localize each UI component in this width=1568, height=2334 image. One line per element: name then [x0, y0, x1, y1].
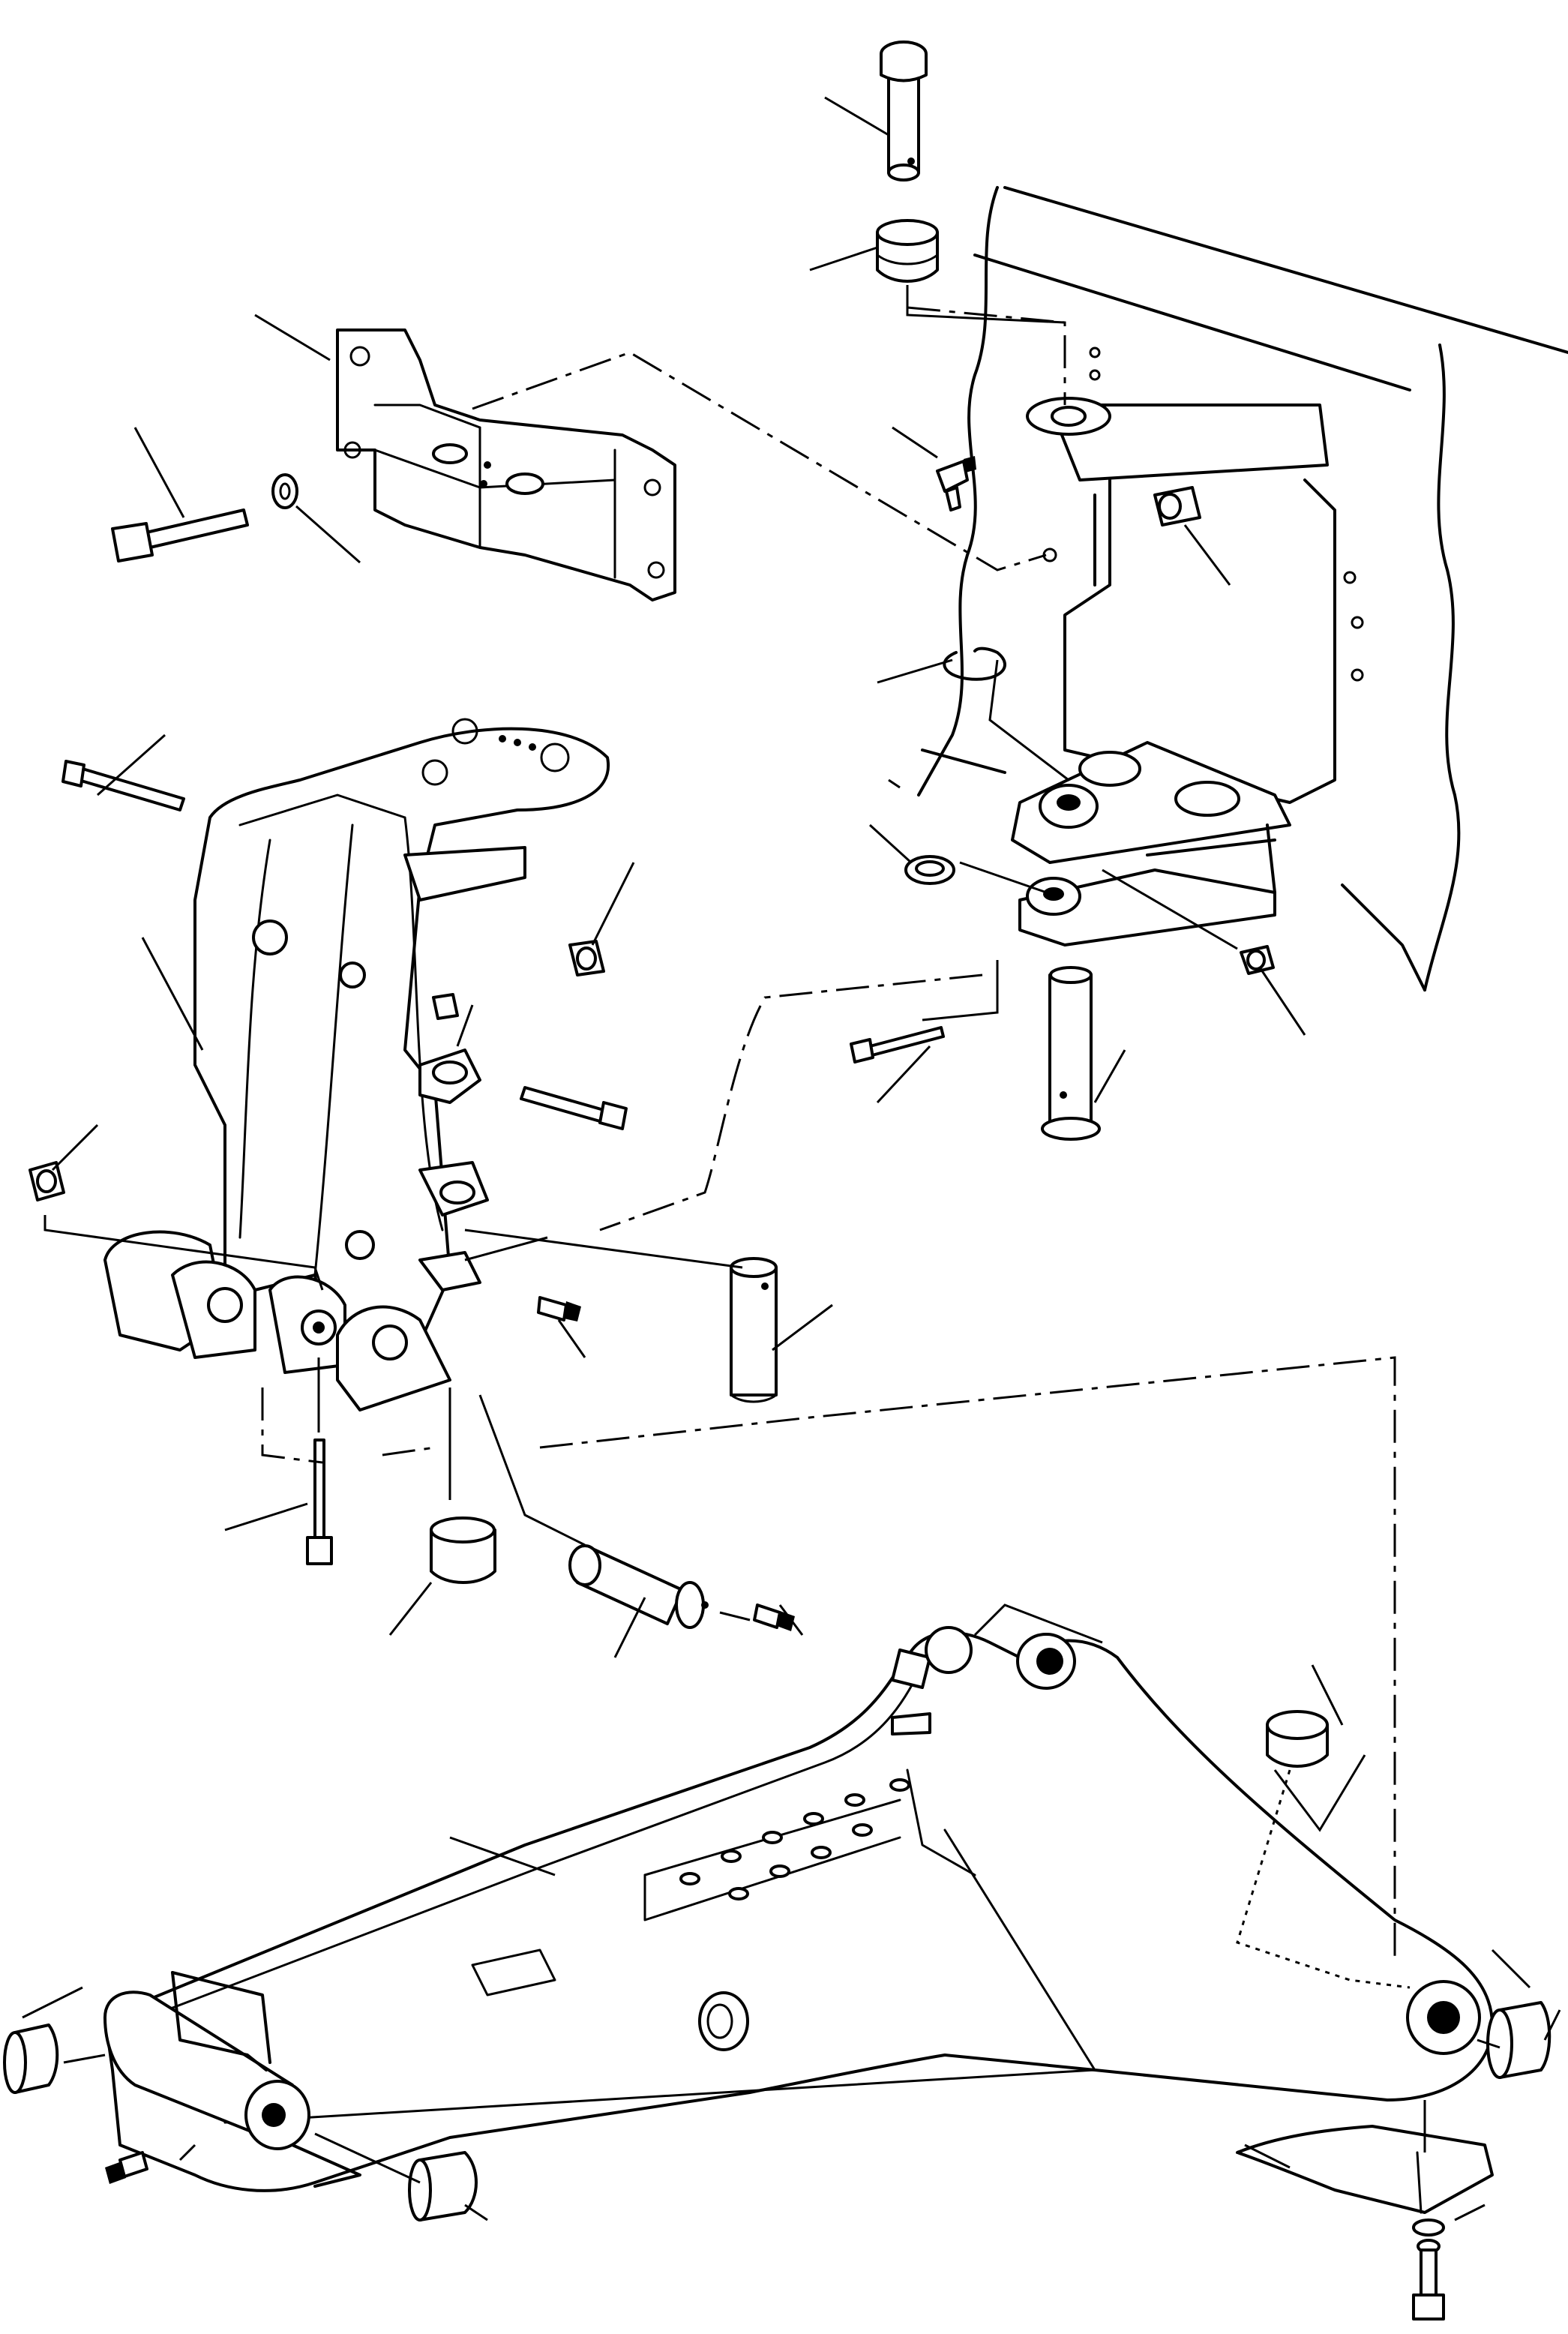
loose-pin [730, 1257, 778, 1403]
grease-fitting-frame [936, 456, 976, 512]
swing-post [103, 718, 610, 1412]
frame-nut [1153, 486, 1201, 526]
nut-small [432, 993, 459, 1020]
swing-bracket-nut [1240, 945, 1275, 975]
grease-fitting-boom [105, 2151, 148, 2184]
lower-bolt [306, 1438, 333, 1565]
swing-bracket-bolt [850, 1026, 945, 1064]
lower-bushing [430, 1516, 496, 1584]
boom-bushing-bottom [408, 2151, 478, 2222]
boom-bushing-top [1266, 1710, 1329, 1768]
boom-bushing-right [1486, 2001, 1552, 2079]
mounting-bracket [336, 328, 676, 602]
nut-left [28, 1161, 65, 1202]
swing-post-bolt-top [61, 760, 185, 812]
leader-lines [22, 96, 1561, 2222]
boom [103, 1626, 1494, 2192]
grease-fitting-post [537, 1296, 581, 1322]
bracket-bolt [111, 508, 249, 562]
boom-pivot-pin [568, 1544, 709, 1629]
bracket-washer [271, 473, 298, 509]
assembly-lines [43, 285, 1501, 2184]
lower-pivot-pin [1041, 966, 1101, 1141]
boom-bushing-left [3, 2024, 59, 2094]
nut-upper-right [568, 940, 605, 976]
guard-plate [1236, 2125, 1494, 2214]
washer-bolt-lower [1412, 2218, 1445, 2320]
upper-bushing [876, 219, 939, 283]
grease-fitting-pin [753, 1604, 795, 1631]
chassis-frame [917, 186, 1568, 992]
thrust-washer [904, 855, 955, 885]
upper-pivot-pin [880, 40, 928, 182]
swing-post-bolt-mid [520, 1086, 628, 1130]
